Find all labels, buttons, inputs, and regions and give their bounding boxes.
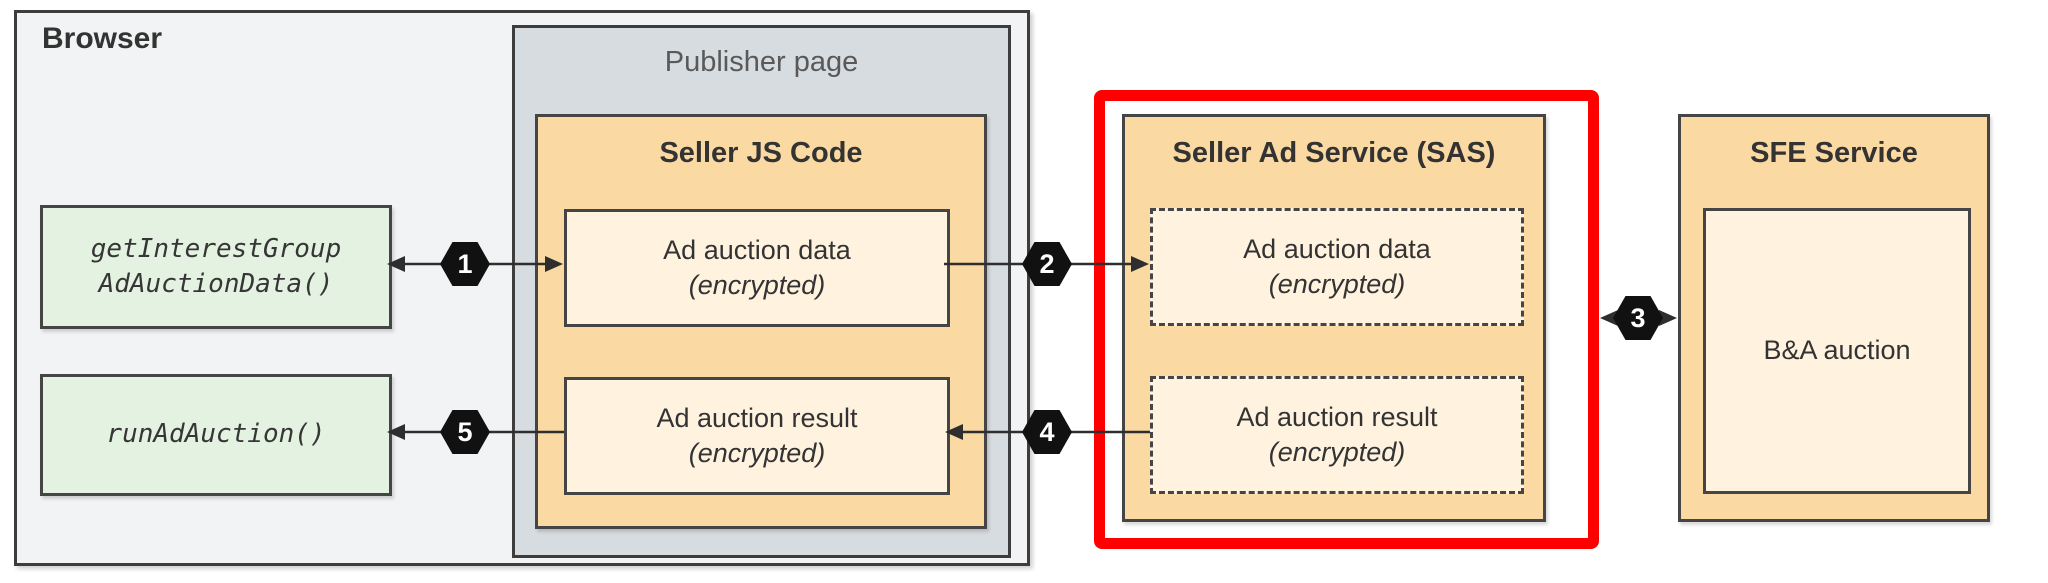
box-label: Ad auction result bbox=[1236, 401, 1438, 432]
api-call-line: runAdAuction() bbox=[106, 419, 326, 450]
publisher-page-container: Publisher page Seller JS Code Ad auction… bbox=[512, 25, 1011, 558]
publisher-page-label: Publisher page bbox=[664, 46, 859, 78]
step-badge-1: 1 bbox=[440, 242, 490, 286]
step-badge-4: 4 bbox=[1022, 410, 1072, 454]
sfe-service-box: SFE Service B&A auction bbox=[1678, 114, 1990, 522]
seller-ad-service-title: Seller Ad Service (SAS) bbox=[1172, 137, 1496, 169]
step-badge-3: 3 bbox=[1613, 296, 1663, 340]
sas-ad-auction-result-box: Ad auction result (encrypted) bbox=[1150, 376, 1524, 494]
seller-js-ad-auction-result-box: Ad auction result (encrypted) bbox=[564, 377, 950, 495]
step-badge-5: 5 bbox=[440, 410, 490, 454]
box-label: Ad auction data bbox=[1243, 233, 1431, 264]
sfe-service-title: SFE Service bbox=[1750, 137, 1918, 169]
encrypted-label: (encrypted) bbox=[1268, 437, 1406, 467]
box-label: Ad auction data bbox=[663, 234, 851, 265]
encrypted-label: (encrypted) bbox=[688, 270, 826, 300]
browser-container: Browser getInterestGroup AdAuctionData()… bbox=[14, 10, 1030, 566]
encrypted-label: (encrypted) bbox=[1268, 269, 1406, 299]
encrypted-label: (encrypted) bbox=[688, 438, 826, 468]
api-call-line: AdAuctionData() bbox=[98, 269, 334, 299]
step-badge-2: 2 bbox=[1022, 242, 1072, 286]
seller-js-code-title: Seller JS Code bbox=[659, 137, 863, 169]
api-call-line: getInterestGroup bbox=[90, 233, 342, 264]
ba-auction-box: B&A auction bbox=[1703, 208, 1971, 494]
box-label: Ad auction result bbox=[656, 402, 858, 433]
browser-label: Browser bbox=[42, 22, 163, 55]
box-label: B&A auction bbox=[1763, 335, 1911, 366]
seller-js-code-box: Seller JS Code Ad auction data (encrypte… bbox=[535, 114, 987, 529]
get-interest-group-ad-auction-data-box: getInterestGroup AdAuctionData() bbox=[40, 205, 392, 329]
sas-ad-auction-data-box: Ad auction data (encrypted) bbox=[1150, 208, 1524, 326]
seller-ad-service-box: Seller Ad Service (SAS) Ad auction data … bbox=[1122, 114, 1546, 522]
run-ad-auction-box: runAdAuction() bbox=[40, 374, 392, 496]
seller-js-ad-auction-data-box: Ad auction data (encrypted) bbox=[564, 209, 950, 327]
